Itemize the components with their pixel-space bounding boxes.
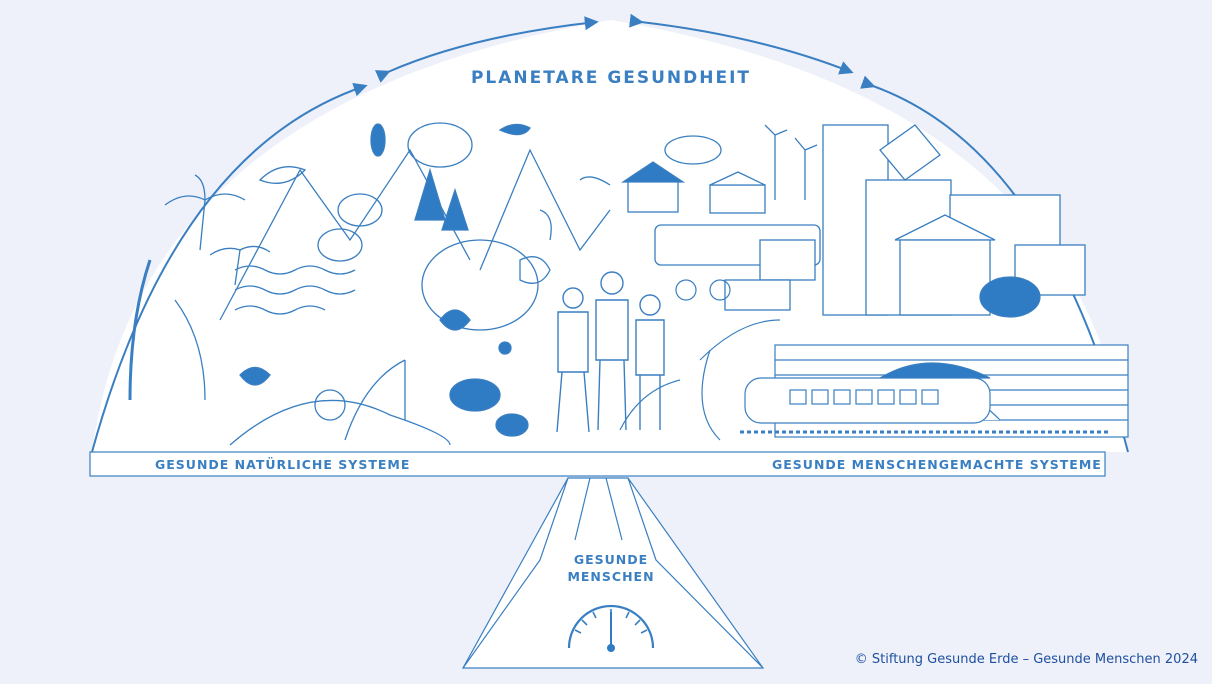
gauge-icon — [567, 604, 655, 652]
manmade-systems-label: GESUNDE MENSCHENGEMACHTE SYSTEME — [772, 457, 1102, 472]
balance-scale-icon — [461, 477, 765, 669]
base-bar — [89, 451, 1106, 477]
natural-systems-label: GESUNDE NATÜRLICHE SYSTEME — [155, 457, 411, 472]
nature-illustration — [128, 122, 722, 446]
people-group — [556, 271, 665, 433]
wall-and-train — [619, 276, 1129, 441]
healthy-people-label: GESUNDE MENSCHEN — [567, 552, 655, 584]
diagram-title: PLANETARE GESUNDHEIT — [470, 68, 752, 88]
city-illustration — [620, 124, 1086, 316]
copyright-notice: © Stiftung Gesunde Erde – Gesunde Mensch… — [854, 652, 1198, 667]
